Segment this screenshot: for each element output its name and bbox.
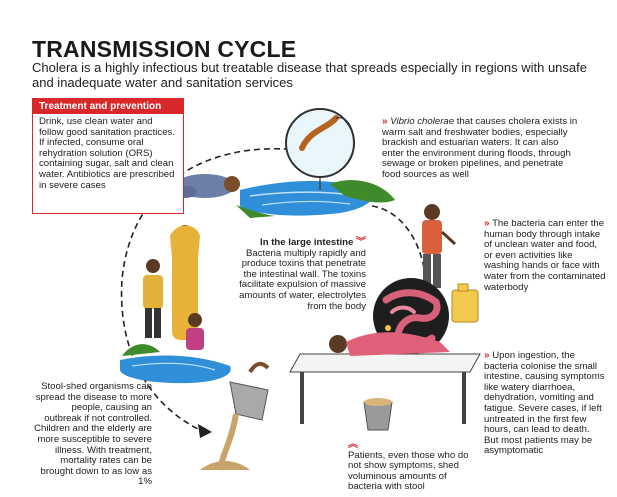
jerry-can-icon [451, 283, 479, 323]
vibrio-text: that causes cholera exists in warm salt … [382, 116, 578, 180]
family-figures [143, 225, 204, 350]
vibrio-italic: Vibrio cholerae [390, 116, 455, 127]
intestine-heading: In the large intestine [260, 237, 354, 248]
bacteria-enter-caption: » The bacteria can enter the human body … [484, 218, 606, 293]
bucket-pouring-figure [200, 361, 270, 471]
patient-table-figure [289, 332, 481, 424]
intestine-text: Bacteria multiply rapidly and produce to… [239, 247, 366, 312]
magnifier-icon [285, 108, 355, 190]
bucket-under-table [363, 398, 393, 431]
contaminated-water-left [120, 344, 231, 384]
intestine-caption: In the large intestine ︾ Bacteria multip… [236, 237, 366, 312]
chevron-up-icon: ︽ [348, 439, 358, 450]
cycle-dashed-path [120, 148, 301, 431]
vibrio-caption: » Vibrio cholerae that causes cholera ex… [382, 116, 582, 181]
treatment-box: Treatment and prevention Drink, use clea… [32, 98, 184, 214]
patients-text: Patients, even those who do not show sym… [348, 449, 469, 493]
patients-caption: ︽ Patients, even those who do not show s… [348, 439, 476, 493]
bacteria-enter-text: The bacteria can enter the human body th… [484, 218, 606, 293]
treatment-body: Drink, use clean water and follow good s… [39, 116, 175, 191]
cycle-arrowhead [198, 424, 212, 438]
chevron-icon: » [484, 218, 490, 229]
stool-shed-caption: Stool-shed organisms can spread the dise… [34, 381, 152, 488]
chevron-down-icon: ︾ [356, 237, 366, 248]
ingestion-caption: » Upon ingestion, the bacteria colonise … [484, 350, 606, 457]
water-body [236, 180, 395, 218]
page-title: TRANSMISSION CYCLE [32, 36, 297, 62]
page-subtitle: Cholera is a highly infectious but treat… [32, 60, 587, 90]
chevron-icon: » [484, 350, 490, 361]
chevron-icon: » [382, 116, 388, 127]
man-standing-figure [422, 204, 457, 288]
treatment-heading: Treatment and prevention [33, 99, 183, 114]
ingestion-text: Upon ingestion, the bacteria colonise th… [484, 350, 605, 457]
